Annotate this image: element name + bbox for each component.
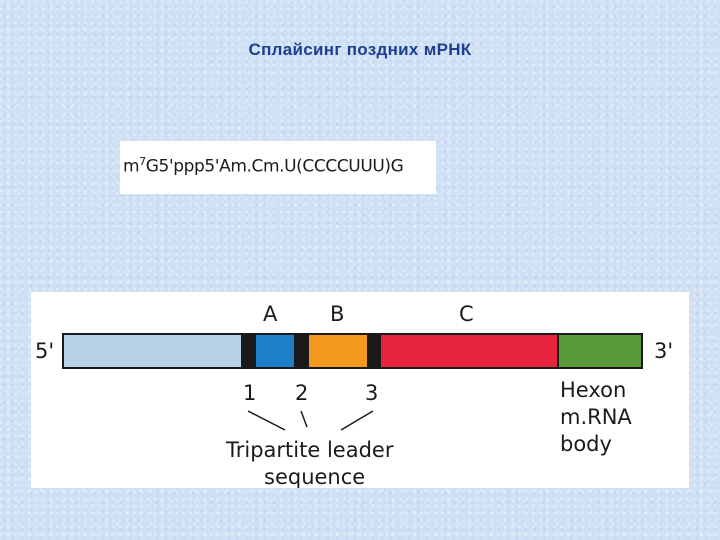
body-caption-line1: Hexon (560, 378, 626, 402)
leader-connectors (247, 410, 374, 431)
leader-caption-line1: Tripartite leader (225, 438, 394, 462)
splice-marker-3 (367, 334, 381, 368)
segment-hexon-end (557, 333, 643, 369)
three-prime-label: 3' (654, 339, 673, 363)
leader-number-3: 3 (365, 381, 378, 405)
cap-sequence-box: m7G5'ppp5'Am.Cm.U(CCCCUUU)G (120, 141, 436, 194)
segment-hexon-main (381, 334, 558, 368)
segment-leader-2 (309, 334, 367, 368)
leader-number-2: 2 (295, 381, 308, 405)
slide-title: Сплайсинг поздних мРНК (248, 40, 472, 59)
connector-2 (300, 410, 308, 428)
label-a: A (263, 302, 278, 326)
label-b: B (330, 302, 344, 326)
cap-rest: G5'ppp5'Am.Cm.U(CCCCUUU)G (145, 156, 404, 177)
splice-marker-1 (242, 334, 256, 368)
label-c: C (459, 302, 474, 326)
body-caption-line3: body (560, 432, 612, 456)
leader-number-1: 1 (243, 381, 256, 405)
five-prime-label: 5' (35, 339, 54, 363)
cap-superscript: 7 (139, 155, 146, 168)
mrna-diagram-svg: 5' 3' A B C 1 2 3 (35, 302, 673, 488)
leader-caption-line2: sequence (264, 465, 365, 488)
mrna-bar (62, 333, 643, 369)
connector-1 (247, 410, 286, 431)
body-caption-line2: m.RNA (560, 405, 632, 429)
mrna-diagram: 5' 3' A B C 1 2 3 (31, 292, 689, 488)
segment-leader-1 (256, 334, 294, 368)
cap-prefix: m (123, 156, 140, 177)
connector-3 (340, 410, 374, 431)
segment-body-start (62, 333, 243, 369)
splice-marker-2 (294, 334, 309, 368)
cap-sequence: m7G5'ppp5'Am.Cm.U(CCCCUUU)G (123, 155, 404, 177)
